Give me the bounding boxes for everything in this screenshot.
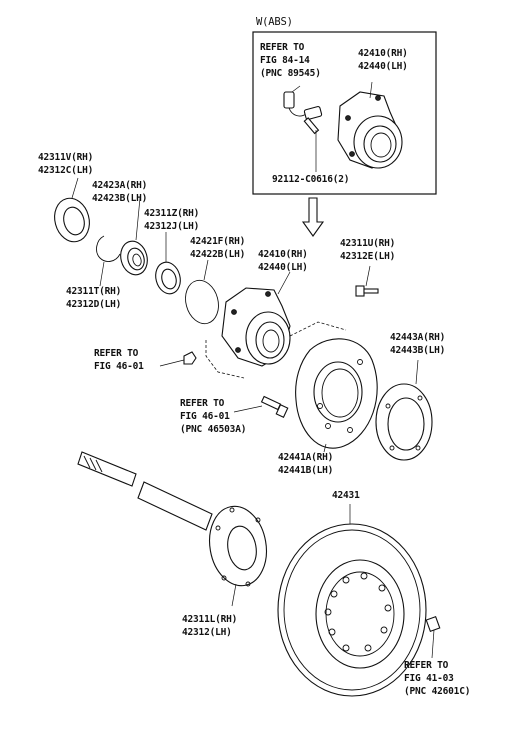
- inset-refer-line-3: (PNC 89545): [260, 68, 321, 79]
- refer-46-01-a-line-1: REFER TO: [94, 348, 139, 359]
- inset-arrow: [301, 197, 325, 237]
- label-42312c: 42312C(LH): [38, 165, 94, 176]
- abs-hub-assembly: [337, 91, 403, 169]
- label-42312j: 42312J(LH): [144, 221, 200, 232]
- refer-46-01-a-line-2: FIG 46-01: [94, 361, 144, 372]
- label-42410: 42410(RH): [258, 249, 308, 260]
- label-42441a: 42441A(RH): [278, 452, 334, 463]
- label-42440: 42440(LH): [258, 262, 308, 273]
- refer-46-01-b-line-2: FIG 46-01: [180, 411, 230, 422]
- gasket-42443a: [375, 383, 433, 461]
- inset-refer-line-2: FIG 84-14: [260, 55, 310, 66]
- label-42443a: 42443A(RH): [390, 332, 446, 343]
- label-42311t: 42311T(RH): [66, 286, 122, 297]
- o-ring-42421f: [185, 279, 219, 325]
- abs-speed-sensor: [283, 91, 323, 121]
- axle-hub-42410: [221, 287, 291, 367]
- refer-41-03-line-3: (PNC 42601C): [404, 686, 471, 697]
- backing-plate-42441a: [289, 321, 378, 449]
- inset-bolt-92112: [303, 117, 320, 172]
- oil-seal-42311v: [54, 197, 90, 243]
- label-42311z: 42311Z(RH): [144, 208, 200, 219]
- label-42312d: 42312D(LH): [66, 299, 122, 310]
- label-42423a: 42423A(RH): [92, 180, 148, 191]
- label-42312e: 42312E(LH): [340, 251, 396, 262]
- inset-title: W(ABS): [256, 16, 293, 28]
- label-42311l: 42311L(RH): [182, 614, 238, 625]
- label-42311u: 42311U(RH): [340, 238, 396, 249]
- inset-refer-line-1: REFER TO: [260, 42, 305, 53]
- label-42431: 42431: [332, 490, 360, 501]
- inset-hub-rh-label: 42410(RH): [358, 48, 408, 59]
- hub-nut: [183, 351, 197, 365]
- refer-46-01-b-line-3: (PNC 46503A): [180, 424, 247, 435]
- hub-bolt-42311u: [355, 285, 379, 297]
- wheel-nut: [425, 615, 441, 633]
- label-42312: 42312(LH): [182, 627, 232, 638]
- refer-41-03-line-1: REFER TO: [404, 660, 449, 671]
- retainer-42311z: [155, 261, 181, 295]
- label-42441b: 42441B(LH): [278, 465, 334, 476]
- label-42311v: 42311V(RH): [38, 152, 94, 163]
- backing-plate-bolt: [260, 395, 289, 418]
- bearing-42423a: [120, 240, 148, 276]
- abs-inset-frame: [252, 31, 437, 195]
- brake-disc-42431: [277, 523, 427, 697]
- snap-ring-42311t: [96, 235, 121, 262]
- label-42423b: 42423B(LH): [92, 193, 148, 204]
- inset-bolt-label: 92112-C0616(2): [272, 174, 350, 185]
- label-42421f: 42421F(RH): [190, 236, 246, 247]
- inset-hub-lh-label: 42440(LH): [358, 61, 408, 72]
- label-42422b: 42422B(LH): [190, 249, 246, 260]
- label-42443b: 42443B(LH): [390, 345, 446, 356]
- axle-shaft-42311l: [77, 451, 267, 587]
- refer-41-03-line-2: FIG 41-03: [404, 673, 454, 684]
- refer-46-01-b-line-1: REFER TO: [180, 398, 225, 409]
